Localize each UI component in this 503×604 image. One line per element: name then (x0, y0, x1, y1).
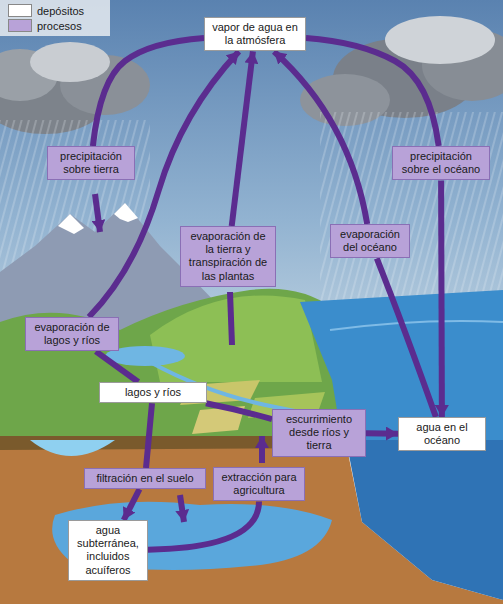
flow-arrow (124, 489, 140, 520)
node-text: precipitación sobre tierra (53, 150, 129, 176)
node-text: lagos y ríos (105, 386, 201, 399)
flow-arrow (93, 38, 204, 146)
legend-swatch (8, 19, 32, 32)
seepage-arrow (180, 495, 184, 522)
legend-swatch (8, 4, 32, 17)
snow-cap (114, 203, 138, 222)
node-text: vapor de agua en la atmósfera (210, 21, 300, 47)
node-text: evaporación de lagos y ríos (31, 321, 113, 347)
green-hill (150, 295, 322, 382)
process-box: filtración en el suelo (84, 468, 206, 489)
process-box: escurrimiento desde ríos y tierra (272, 409, 366, 457)
node-text: extracción para agricultura (219, 471, 299, 497)
right-cloud (300, 16, 503, 126)
reservoir-box: agua subterránea, incluidos acuíferos (68, 520, 148, 581)
lake-cross-section (30, 440, 115, 456)
process-box: evaporación del océano (330, 224, 410, 258)
process-box: evaporación de la tierra y transpiración… (180, 226, 276, 287)
process-box: precipitación sobre el océano (392, 146, 490, 180)
node-text: agua subterránea, incluidos acuíferos (74, 524, 142, 577)
wave (330, 321, 503, 330)
node-text: evaporación de la tierra y transpiración… (186, 230, 270, 283)
irrigation-arrow (259, 436, 265, 463)
flow-arrow (232, 51, 253, 226)
process-box: extracción para agricultura (213, 467, 305, 501)
node-text: evaporación del océano (336, 228, 404, 254)
flow-arrow (377, 258, 436, 417)
process-box: precipitación sobre tierra (47, 146, 135, 180)
node-text: precipitación sobre el océano (398, 150, 484, 176)
snow-cap (58, 214, 84, 234)
flow-arrow (206, 403, 272, 419)
flow-arrow (366, 430, 398, 436)
flow-arrow (438, 180, 445, 417)
flow-arrow (306, 38, 439, 146)
reservoir-box: vapor de agua en la atmósfera (204, 17, 306, 51)
flow-arrow (146, 403, 152, 468)
flow-arrow (96, 351, 139, 382)
rain-arrow (95, 194, 100, 232)
reservoir-box: lagos y ríos (99, 382, 207, 403)
legend-row: depósitos (8, 4, 84, 19)
node-text: escurrimiento desde ríos y tierra (278, 413, 360, 453)
flow-arrow (148, 501, 259, 549)
legend-ground (0, 0, 110, 36)
node-text: agua en el océano (404, 421, 480, 447)
legend-text: depósitos (37, 5, 84, 17)
reservoir-box: agua en el océano (398, 417, 486, 451)
process-box: evaporación de lagos y ríos (25, 317, 119, 351)
ocean-cross-section (346, 440, 503, 600)
legend: depósitos procesos (8, 4, 84, 34)
flow-arrow (274, 51, 367, 224)
node-text: filtración en el suelo (90, 472, 200, 485)
legend-row: procesos (8, 19, 84, 34)
legend-text: procesos (37, 20, 82, 32)
transpiration-stem (230, 292, 232, 345)
